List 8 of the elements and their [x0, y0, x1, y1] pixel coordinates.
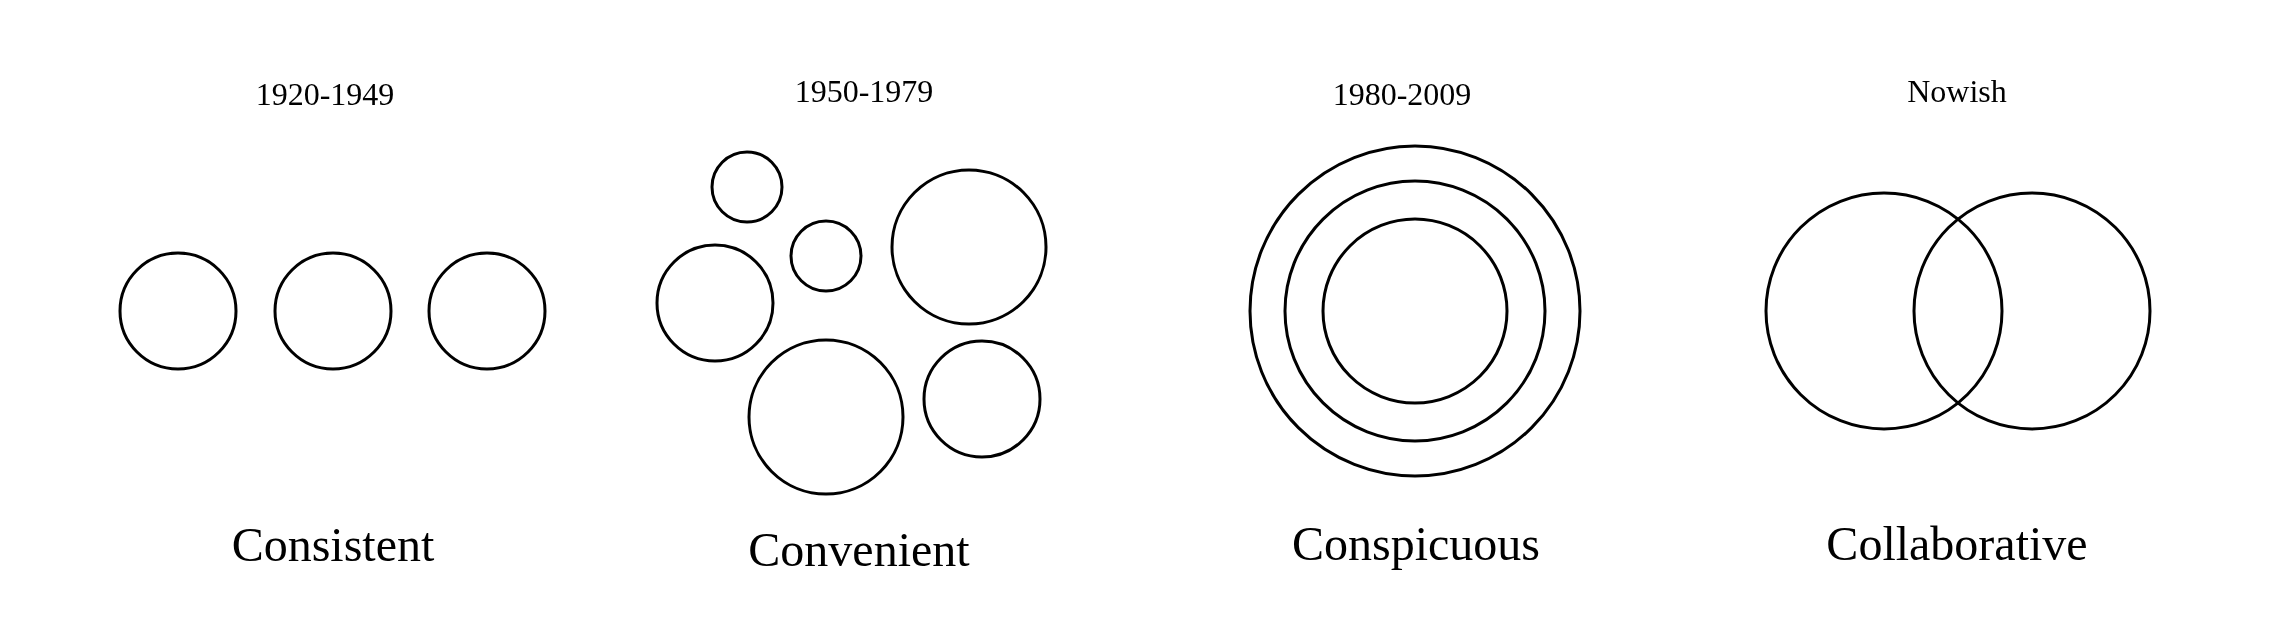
- era-label: Consistent: [231, 521, 435, 569]
- era-label: Collaborative: [1826, 520, 2088, 568]
- period-label: 1980-2009: [1332, 78, 1472, 110]
- period-label: 1920-1949: [255, 78, 395, 110]
- era-label: Conspicuous: [1292, 520, 1540, 568]
- period-label: 1950-1979: [794, 75, 934, 107]
- era-label: Convenient: [748, 526, 970, 574]
- period-label: Nowish: [1907, 75, 2007, 107]
